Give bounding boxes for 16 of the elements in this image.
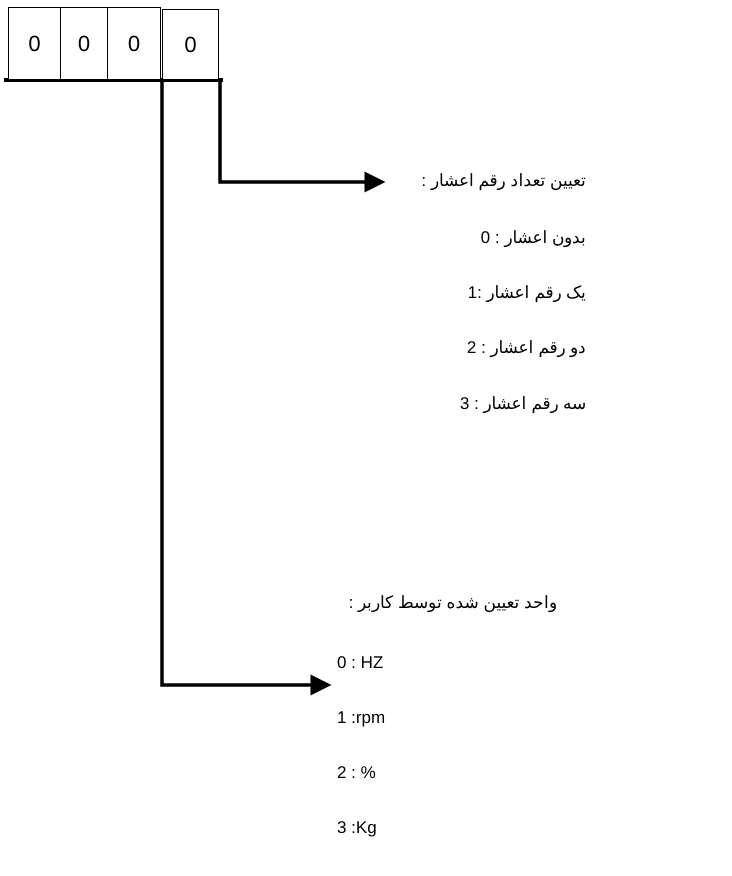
option-text: یک رقم اعشار :1	[468, 282, 586, 304]
option-text: 3 :Kg	[337, 817, 377, 839]
heading-text: تعیین تعداد رقم اعشار :	[421, 170, 586, 192]
digit-box: 0	[60, 7, 108, 80]
option-text: بدون اعشار : 0	[480, 227, 586, 249]
digit-box: 0	[8, 7, 61, 80]
option-text: دو رقم اعشار : 2	[466, 337, 586, 359]
heading-text: واحد تعیین شده توسط کاربر :	[348, 592, 557, 614]
option-text: 1 :rpm	[337, 707, 386, 729]
digit-box: 0	[162, 9, 219, 80]
option-text: سه رقم اعشار : 3	[460, 393, 586, 415]
option-text: 2 : %	[337, 762, 376, 784]
arrow	[218, 82, 386, 192]
option-text: 0 : HZ	[337, 652, 384, 674]
arrow	[160, 82, 332, 696]
digit-box: 0	[107, 7, 161, 80]
